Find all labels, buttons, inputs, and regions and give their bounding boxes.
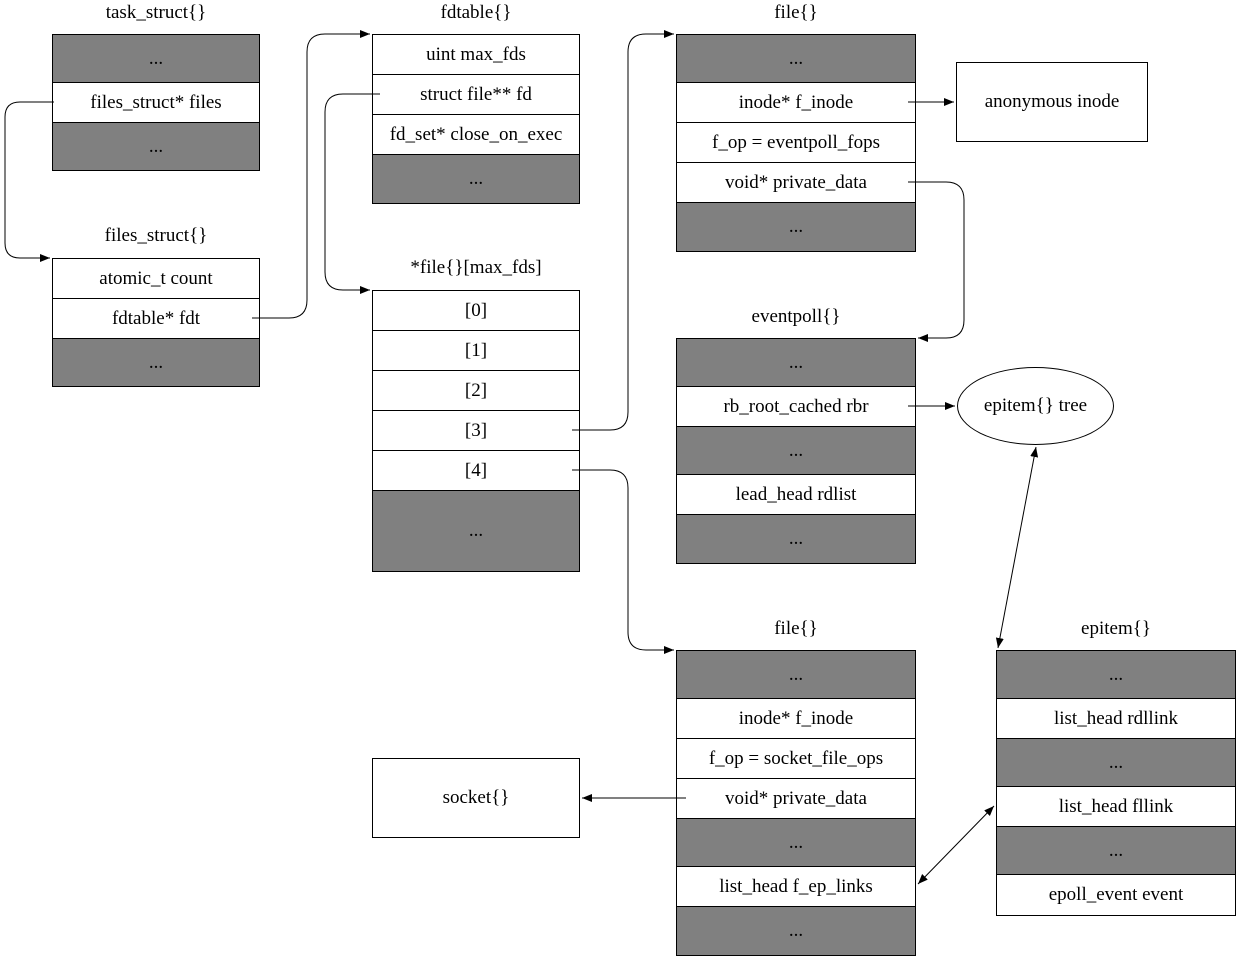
- task-struct: ... files_struct* files ...: [52, 34, 260, 171]
- file-epoll-title: file{}: [774, 2, 818, 23]
- fdtable: uint max_fds struct file** fd fd_set* cl…: [372, 34, 580, 204]
- socket-box: socket{}: [372, 758, 580, 838]
- file-socket: ... inode* f_inode f_op = socket_file_op…: [676, 650, 916, 956]
- eventpoll-row-rdlist: lead_head rdlist: [677, 475, 915, 515]
- edge-fd-to-fd-array: [324, 93, 380, 294]
- files-struct-row-2: ...: [53, 339, 259, 386]
- eventpoll: ... rb_root_cached rbr ... lead_head rdl…: [676, 338, 916, 564]
- fdtable-row-close-on-exec: fd_set* close_on_exec: [373, 115, 579, 155]
- anonymous-inode-box: anonymous inode: [956, 62, 1148, 142]
- epitem-row-0: ...: [997, 651, 1235, 699]
- task-struct-title: task_struct{}: [105, 2, 207, 23]
- epitem-row-event: epoll_event event: [1048, 884, 1184, 905]
- epitem: ... list_head rdllink ... list_head flli…: [996, 650, 1236, 916]
- file-socket-row-f-inode: inode* f_inode: [677, 699, 915, 739]
- file-socket-row-4: ...: [677, 819, 915, 867]
- epitem-row-2: ...: [997, 739, 1235, 787]
- epitem-row-fllink: list_head fllink: [997, 787, 1235, 827]
- eventpoll-row-0: ...: [677, 339, 915, 387]
- file-epoll-row-f-inode: inode* f_inode: [677, 83, 915, 123]
- edge-private-data-to-eventpoll: [908, 181, 965, 342]
- eventpoll-row-2: ...: [677, 427, 915, 475]
- files-struct: atomic_t count fdtable* fdt ...: [52, 258, 260, 387]
- fdtable-row-fd: struct file** fd: [373, 75, 579, 115]
- file-epoll-row-0: ...: [677, 35, 915, 83]
- fd-array-row-0: [0]: [373, 291, 579, 331]
- epitem-title: epitem{}: [1081, 618, 1151, 639]
- edge-f-ep-links-to-fllink: [917, 805, 995, 885]
- fd-array-row-1: [1]: [373, 331, 579, 371]
- eventpoll-title: eventpoll{}: [751, 306, 841, 327]
- fdtable-row-3: ...: [373, 155, 579, 203]
- file-socket-row-6: ...: [677, 907, 915, 955]
- fd-array-row-3: [3]: [373, 411, 579, 451]
- fd-array-row-4: [4]: [373, 451, 579, 491]
- epitem-row-4: ...: [997, 827, 1235, 875]
- fd-array-row-2: [2]: [373, 371, 579, 411]
- file-epoll-row-4: ...: [677, 203, 915, 251]
- fdtable-title: fdtable{}: [440, 2, 512, 23]
- fd-array: [0] [1] [2] [3] [4] ...: [372, 290, 580, 572]
- task-struct-row-2: ...: [53, 123, 259, 170]
- file-socket-row-private-data: void* private_data: [677, 779, 915, 819]
- edge-fdt-to-fdtable: [252, 30, 370, 319]
- fd-array-title: *file{}[max_fds]: [410, 257, 542, 278]
- edge-fd3-to-file-epoll: [572, 30, 674, 431]
- file-epoll-row-f-op: f_op = eventpoll_fops: [677, 123, 915, 163]
- files-struct-row-fdt: fdtable* fdt: [53, 299, 259, 339]
- eventpoll-row-4: ...: [677, 515, 915, 563]
- task-struct-row-0: ...: [53, 35, 259, 83]
- eventpoll-row-rbr: rb_root_cached rbr: [677, 387, 915, 427]
- epitem-tree-node: epitem{} tree: [957, 367, 1114, 445]
- fd-array-row-5: ...: [373, 491, 579, 571]
- file-socket-title: file{}: [774, 618, 818, 639]
- fdtable-row-max-fds: uint max_fds: [373, 35, 579, 75]
- epitem-row-rdllink: list_head rdllink: [997, 699, 1235, 739]
- files-struct-title: files_struct{}: [104, 225, 208, 246]
- file-socket-row-f-op: f_op = socket_file_ops: [677, 739, 915, 779]
- edge-files-to-files-struct: [4, 101, 54, 262]
- file-epoll-row-private-data: void* private_data: [677, 163, 915, 203]
- edge-fd4-to-file-socket: [572, 469, 674, 654]
- task-struct-row-files: files_struct* files: [53, 83, 259, 123]
- file-socket-row-0: ...: [677, 651, 915, 699]
- file-socket-row-f-ep-links: list_head f_ep_links: [677, 867, 915, 907]
- file-epoll: ... inode* f_inode f_op = eventpoll_fops…: [676, 34, 916, 252]
- files-struct-row-count: atomic_t count: [53, 259, 259, 299]
- edge-epitem-tree-to-epitem: [995, 446, 1039, 649]
